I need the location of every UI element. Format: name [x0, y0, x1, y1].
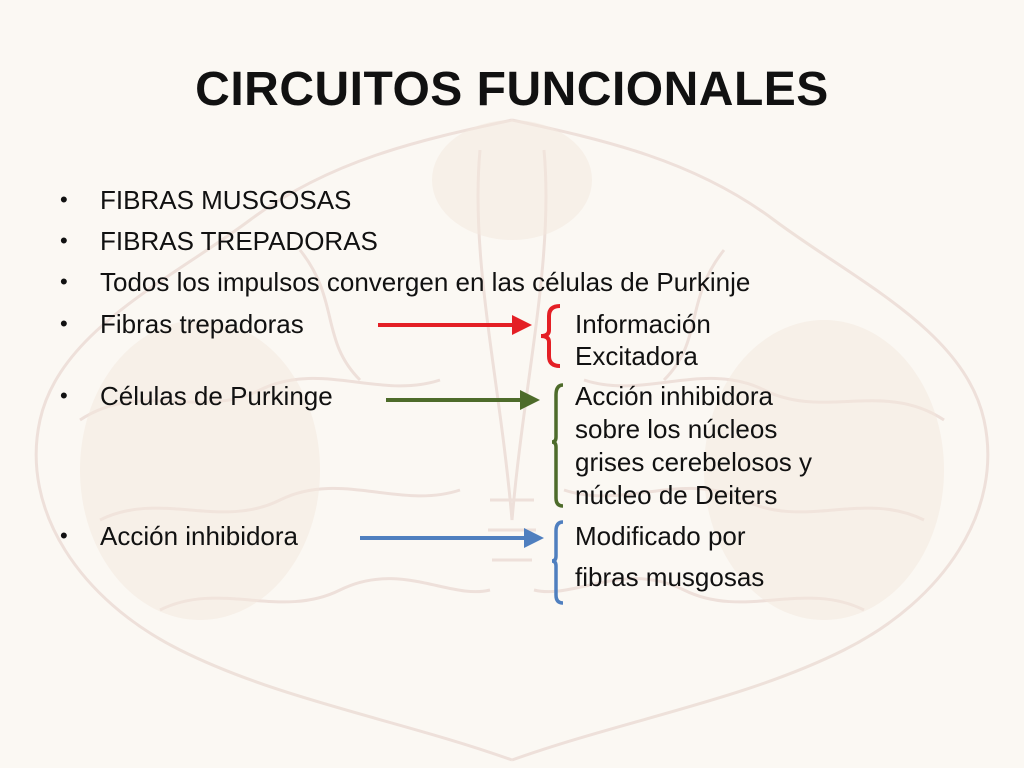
bullet-dot: • [60, 228, 68, 253]
result-text-sobre-nucleos: sobre los núcleos [575, 414, 778, 444]
bullet-text-fibras-trepadoras-2: Fibras trepadoras [100, 309, 304, 339]
bracket-green [551, 383, 564, 508]
bullet-dot: • [60, 269, 68, 294]
bracket-red [540, 304, 561, 368]
result-text-deiters: núcleo de Deiters [575, 480, 778, 510]
bullet-text-accion-inhibidora: Acción inhibidora [100, 521, 299, 551]
result-text-accion-inhibidora: Acción inhibidora [575, 381, 774, 411]
result-text-informacion: Información [575, 309, 711, 339]
bullet-dot: • [60, 383, 68, 408]
bullet-text-celulas-purkinge: Células de Purkinge [100, 381, 333, 411]
bullet-text-convergen: Todos los impulsos convergen en las célu… [100, 267, 751, 297]
bullet-text-fibras-trepadoras: FIBRAS TREPADORAS [100, 226, 378, 256]
result-text-modificado-por: Modificado por [575, 521, 746, 551]
bullet-dot: • [60, 187, 68, 212]
result-text-grises: grises cerebelosos y [575, 447, 812, 477]
bullet-dot: • [60, 523, 68, 548]
bullet-text-fibras-musgosas: FIBRAS MUSGOSAS [100, 185, 352, 215]
bullet-dot: • [60, 311, 68, 336]
result-text-fibras-musgosas: fibras musgosas [575, 562, 765, 592]
slide-title: CIRCUITOS FUNCIONALES [195, 63, 829, 116]
result-text-excitadora: Excitadora [575, 341, 698, 371]
bracket-blue [551, 520, 564, 605]
